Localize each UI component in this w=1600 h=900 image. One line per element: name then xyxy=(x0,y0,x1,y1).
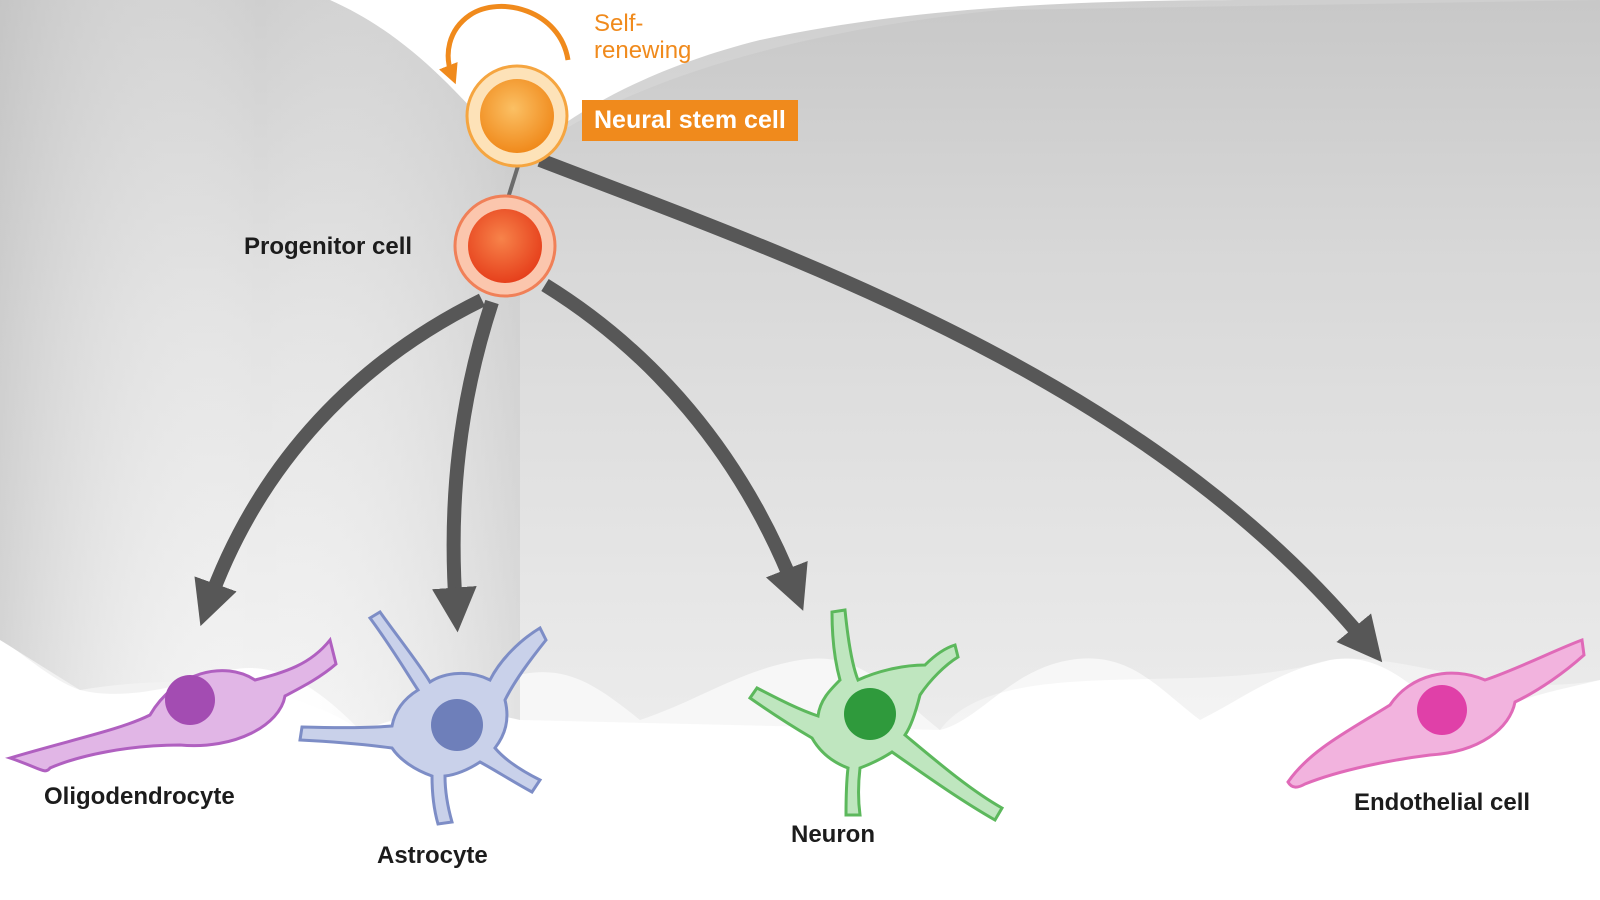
self-renewing-label: Self- renewing xyxy=(594,10,691,64)
astrocyte-label: Astrocyte xyxy=(377,842,488,869)
stem-to-progenitor-line xyxy=(506,165,520,199)
oligodendrocyte-cell xyxy=(5,636,338,773)
self-renewing-line2: renewing xyxy=(594,37,692,64)
astrocyte-cell xyxy=(298,610,548,826)
arrow-to-endothelial-cell xyxy=(537,153,1383,663)
neural-stem-cell xyxy=(465,64,569,168)
progenitor-cell xyxy=(453,194,557,298)
self-renewing-arrow xyxy=(439,3,571,85)
arrow-to-neuron xyxy=(541,279,808,611)
oligodendrocyte-label: Oligodendrocyte xyxy=(44,783,235,810)
neuron-label: Neuron xyxy=(791,821,875,848)
endothelial-cell xyxy=(1286,637,1586,789)
self-renewing-line1: Self- xyxy=(594,10,644,37)
background-fold-shading xyxy=(0,0,520,730)
arrow-to-oligodendrocyte xyxy=(194,293,486,627)
progenitor-cell-label: Progenitor cell xyxy=(244,233,413,260)
neural-stem-cell-label: Neural stem cell xyxy=(582,100,798,141)
endothelial-cell-label: Endothelial cell xyxy=(1354,789,1531,816)
neuron-cell xyxy=(747,608,1005,823)
arrow-to-astrocyte xyxy=(432,299,499,633)
